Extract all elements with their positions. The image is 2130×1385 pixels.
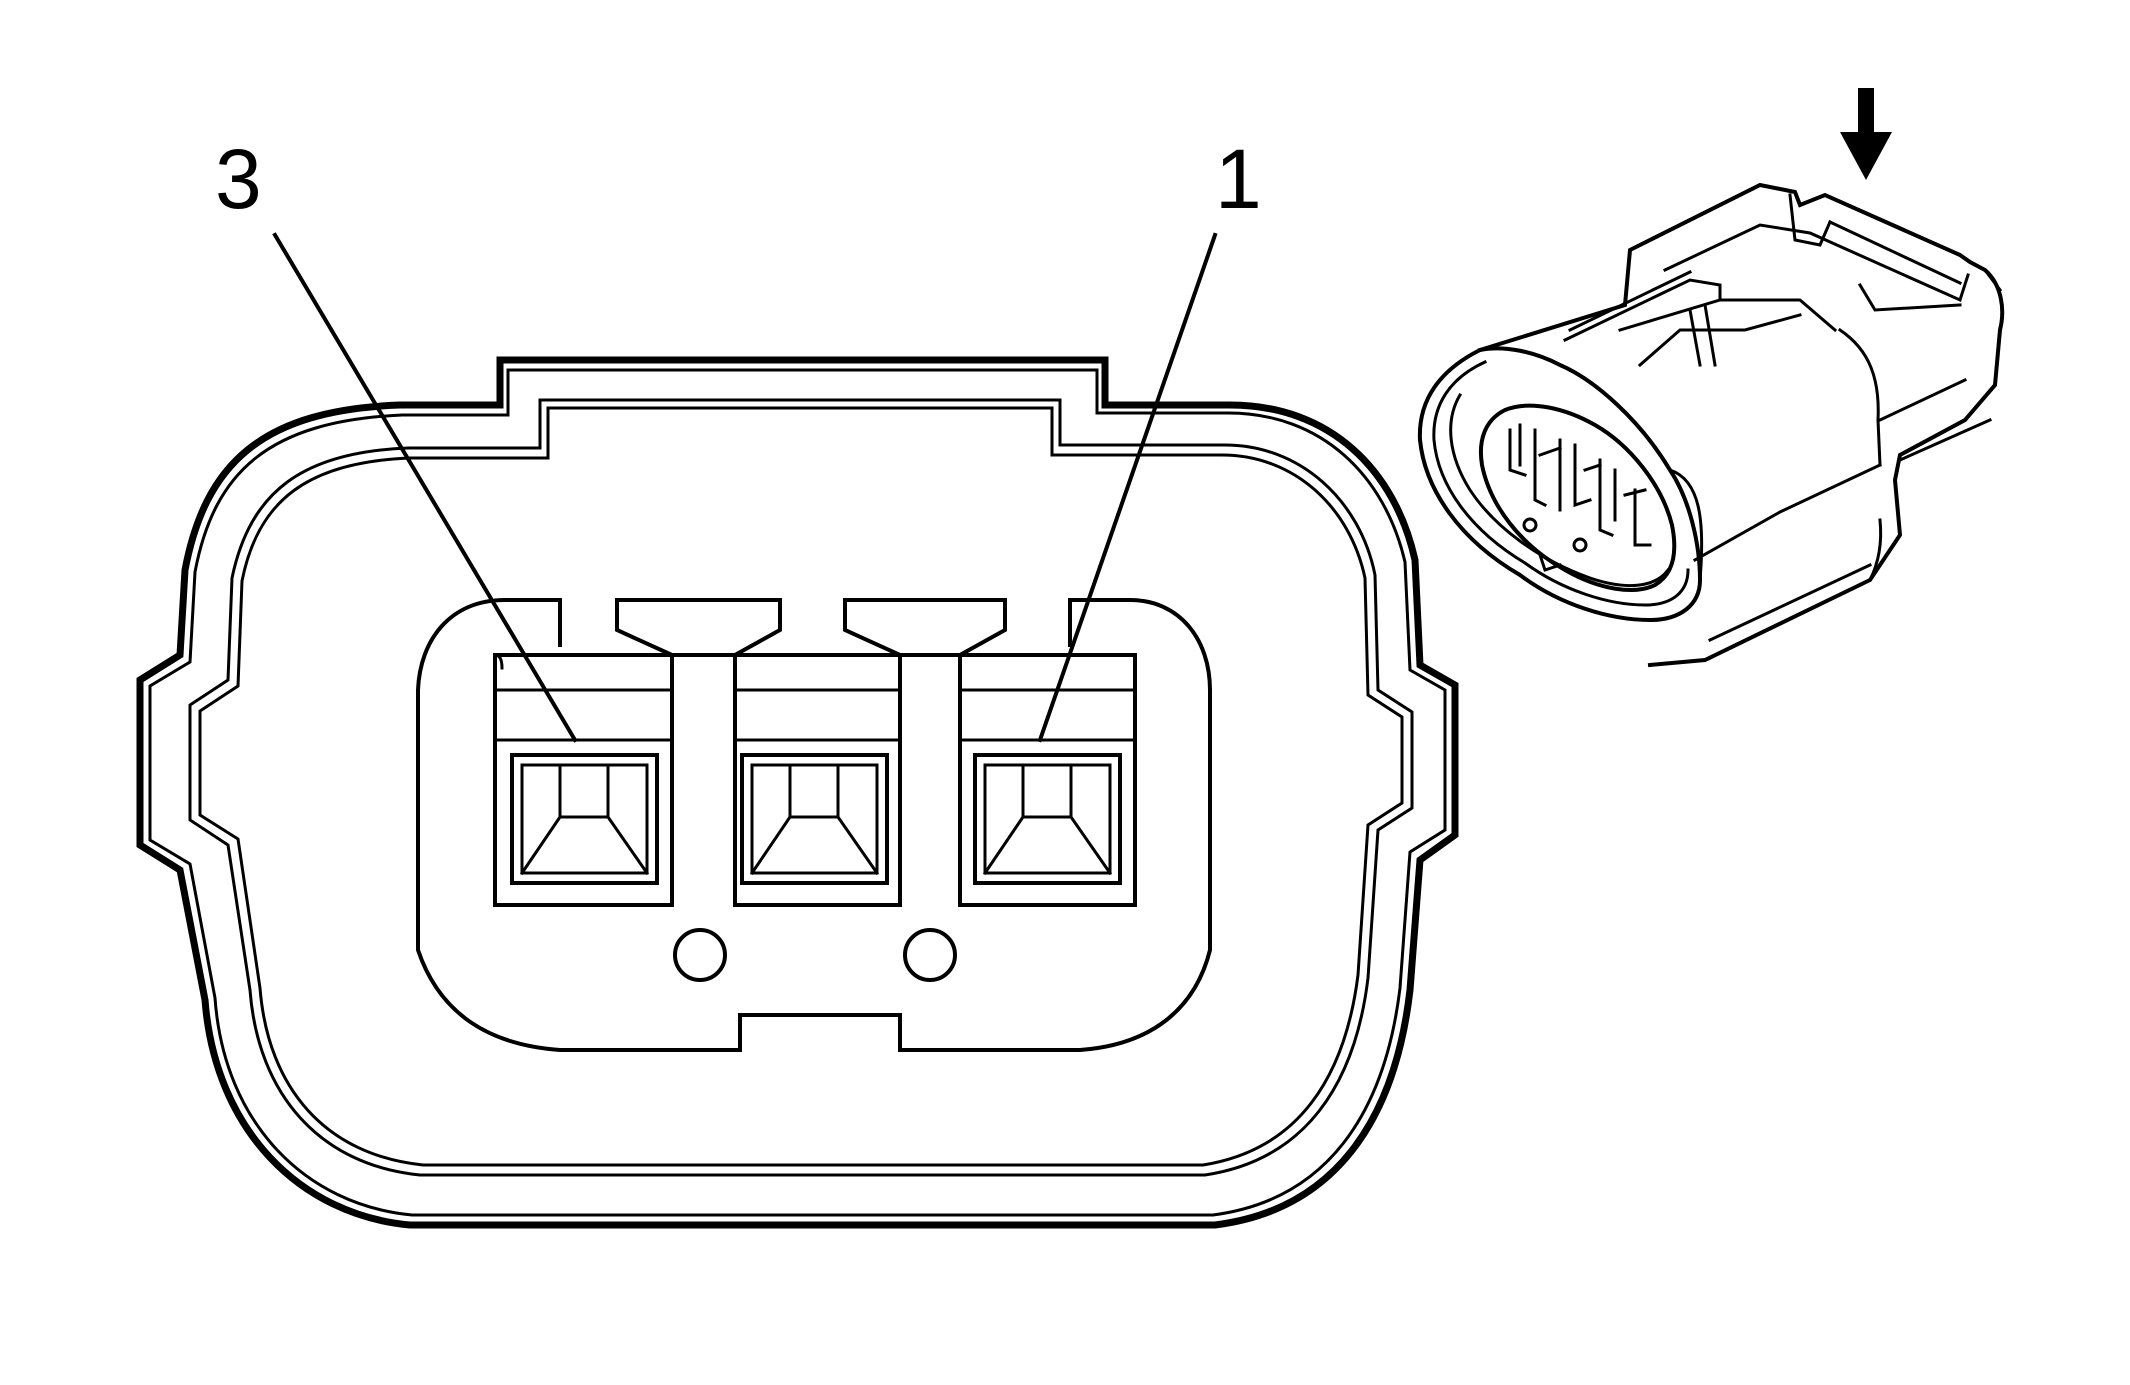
leader-line-1 <box>1037 232 1218 743</box>
pin-callout-3: 3 <box>215 132 578 743</box>
leader-line-3 <box>272 232 578 743</box>
pin-label-3: 3 <box>215 132 262 226</box>
cavity-top-key <box>558 598 1072 902</box>
terminal-cavity-outline <box>416 598 1212 1052</box>
terminal-slot-1 <box>958 653 1137 907</box>
housing-seal-outline-2 <box>198 406 1404 1167</box>
housing-seal-outline <box>188 398 1414 1177</box>
terminal-slot-2 <box>733 653 902 907</box>
down-arrow-icon <box>1840 88 1892 180</box>
terminal-slot-3 <box>493 653 674 907</box>
pin-label-1: 1 <box>1215 132 1262 226</box>
housing-inner-outline-1 <box>148 368 1447 1217</box>
alignment-hole-left <box>673 928 727 982</box>
connector-3d-icon <box>1417 182 2005 668</box>
alignment-hole-right <box>903 928 957 982</box>
connector-face <box>136 356 1459 1229</box>
housing-outer-outline <box>136 356 1459 1229</box>
pin-callout-1: 1 <box>1037 132 1262 743</box>
